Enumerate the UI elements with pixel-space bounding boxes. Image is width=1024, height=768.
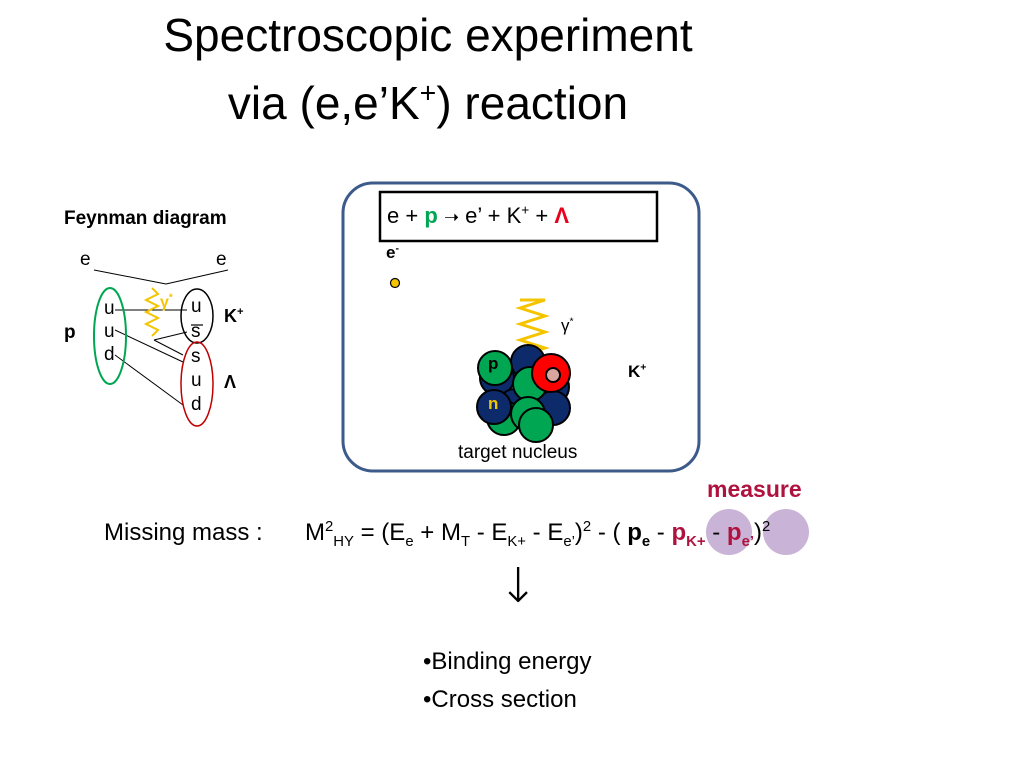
reaction-kaon-sup: + [521, 202, 530, 218]
mm-minus4: - [705, 519, 727, 546]
reaction-e: e [387, 203, 400, 228]
title-line-1: Spectroscopic experiment [163, 9, 693, 61]
mm-pe-sub: e [641, 533, 651, 550]
mm-open2: - ( [591, 519, 628, 546]
proton-quark-3: d [104, 344, 115, 365]
mm-pep: p [726, 519, 742, 546]
quark-line-d [114, 354, 184, 406]
virtual-photon-wave [143, 287, 161, 337]
lambda-quark-2: u [191, 370, 202, 391]
mm-pep-sub: e’ [741, 533, 754, 550]
down-arrow-icon: ↓ [498, 558, 539, 614]
feynman-lambda-label: Λ [224, 372, 237, 392]
target-nucleus-label: target nucleus [458, 442, 578, 463]
title-superscript: + [419, 77, 437, 110]
mm-minusE1: - E [470, 519, 508, 546]
feynman-photon-sup: * [168, 292, 173, 304]
feynman-photon-label: γ* [160, 292, 173, 312]
mm-MT-sub: T [460, 533, 471, 550]
gluon-split-line-1 [153, 331, 188, 341]
mm-M: M [305, 519, 325, 546]
proton-quark-2: u [104, 321, 115, 342]
lambda-quark-1: s [191, 346, 201, 367]
box-kaon-sup: + [640, 361, 647, 374]
mm-pK: p [671, 519, 687, 546]
measure-label: measure [707, 476, 802, 502]
reaction-lambda: Λ [554, 203, 570, 228]
proton-quark-1: u [104, 298, 115, 319]
reaction-plus-2: + [487, 203, 501, 228]
proton-mark: p [488, 354, 499, 373]
feynman-kaon-symbol: K [224, 306, 237, 326]
proton [518, 407, 554, 443]
proton-outline [93, 287, 127, 385]
box-photon-sup: * [569, 315, 574, 328]
missing-mass-formula: M2HY = (Ee + MT - EK+ - Ee’)2 - ( pe - p… [305, 519, 771, 550]
kaon-quark-1: u [191, 296, 202, 317]
reaction-equation-box [378, 190, 659, 243]
gluon-split-line-2 [153, 339, 184, 356]
neutron-labeled [476, 389, 512, 425]
hyperon-core [545, 367, 561, 383]
target-nucleus [476, 344, 571, 443]
mm-M-sub: HY [333, 533, 354, 550]
electron-out-label: e [216, 249, 227, 270]
feynman-photon-symbol: γ [160, 294, 169, 311]
kaon-quark-2: s [191, 321, 201, 342]
mm-minus3: - [650, 519, 672, 546]
box-kaon-symbol: K [628, 362, 641, 381]
mm-close2: ) [753, 519, 762, 546]
missing-mass-label: Missing mass : [104, 519, 263, 546]
title-line-2: via (e,e’K+) reaction [0, 76, 856, 130]
box-photon-symbol: γ [561, 316, 570, 335]
bullet-binding-energy: •Binding energy [423, 648, 592, 675]
highlight-pep [763, 509, 809, 555]
electron-in-line [93, 269, 167, 285]
mm-pK-sub: K+ [686, 533, 706, 550]
feynman-heading: Feynman diagram [64, 208, 227, 229]
mm-sq2: 2 [761, 519, 771, 535]
mm-Eep-sub: e’ [563, 533, 575, 550]
mm-close1: ) [574, 519, 583, 546]
reaction-equation: e + p ➝ e’ + K+ + Λ [387, 203, 569, 229]
mm-eq: = (E [353, 519, 406, 546]
reaction-plus-3: + [535, 203, 549, 228]
box-kaon-label: K+ [628, 362, 646, 382]
mm-sq1: 2 [582, 519, 592, 535]
proton-label: p [64, 322, 76, 343]
reaction-eprime: e’ [465, 203, 482, 228]
electron-symbol: e [386, 243, 396, 262]
mm-EK-sub: K+ [507, 533, 526, 550]
mm-Ee-sub: e [405, 533, 414, 550]
electron-out-line [165, 269, 229, 285]
neutron-mark: n [488, 394, 499, 413]
electron-label: e- [386, 243, 399, 263]
mm-M-sup: 2 [325, 519, 334, 535]
kaon-outline [180, 288, 214, 344]
proton-labeled [477, 350, 513, 386]
lambda-outline [180, 341, 214, 427]
feynman-diagram [93, 269, 229, 427]
highlight-pk [706, 509, 752, 555]
title-line-2-text: via (e,e’K [227, 77, 420, 129]
reaction-proton: p [424, 203, 438, 228]
mm-minusE2: - E [525, 519, 564, 546]
reaction-arrow: ➝ [443, 207, 460, 227]
box-photon-label: γ* [561, 316, 574, 336]
mm-pe: p [627, 519, 642, 546]
mm-plusM: + M [413, 519, 461, 546]
electron-in-label: e [80, 249, 91, 270]
reaction-kaon: K [506, 203, 522, 228]
lambda-quark-3: d [191, 394, 202, 415]
electron-sup: - [395, 242, 399, 255]
reaction-plus: + [405, 203, 419, 228]
electron-dot [389, 277, 401, 289]
reaction-panel [341, 181, 701, 473]
title-line-2-tail: ) reaction [436, 77, 629, 129]
feynman-kaon-sup: + [237, 306, 244, 318]
bullet-cross-section: •Cross section [423, 686, 577, 713]
feynman-kaon-label: K+ [224, 306, 244, 327]
